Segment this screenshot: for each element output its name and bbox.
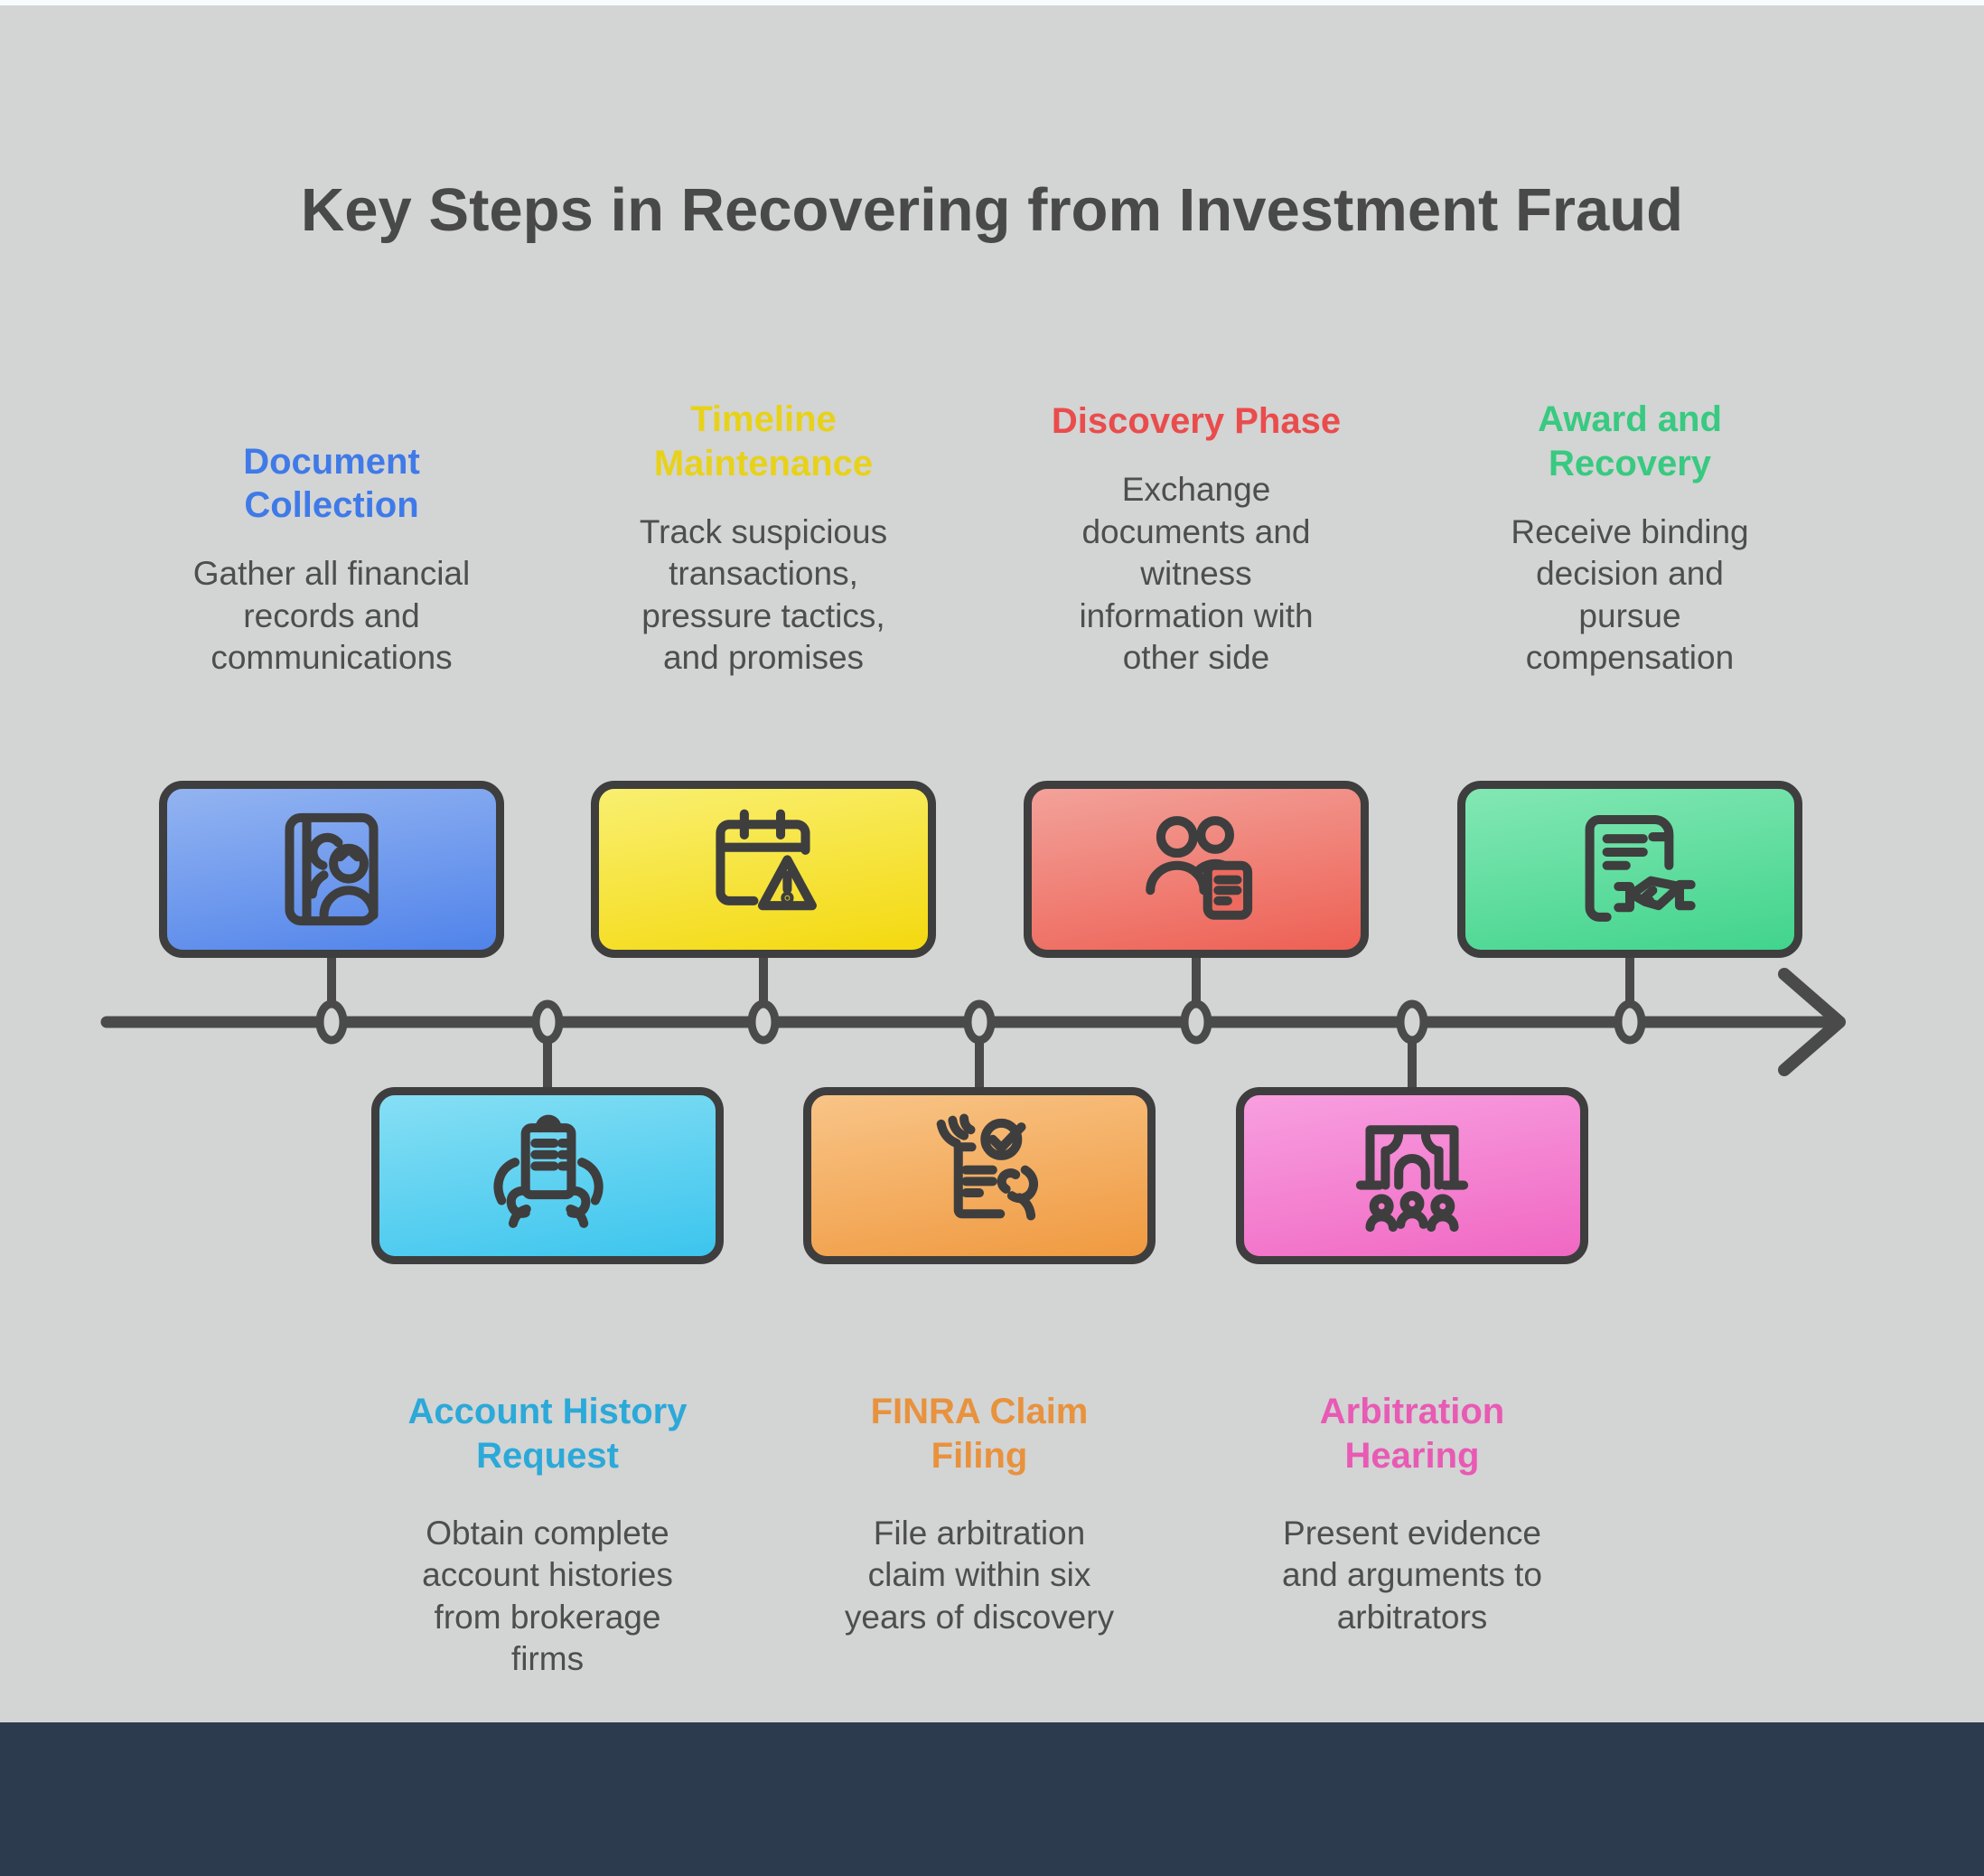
step-2-description: Obtain complete account histories from b… <box>422 1514 673 1678</box>
calendar-warning-icon <box>716 809 817 911</box>
page-title: Key Steps in Recovering from Investment … <box>300 176 1684 244</box>
people-album-icon <box>285 812 379 926</box>
step-5-text-column: Discovery Phase Exchange documents and w… <box>988 349 1404 680</box>
step-4-heading: FINRA Claim Filing <box>870 1392 1089 1476</box>
step-5-description: Exchange documents and witness informati… <box>1079 470 1314 677</box>
timeline-node-1 <box>315 999 348 1045</box>
timeline-node-7 <box>1614 999 1646 1045</box>
scroll-handshake-icon <box>1585 815 1696 922</box>
step-2-box <box>371 1087 724 1264</box>
step-4-description: File arbitration claim within six years … <box>844 1514 1115 1636</box>
step-3-box <box>591 781 936 958</box>
step-1-heading: Document Collection <box>243 441 420 526</box>
courtroom-icon <box>1355 1125 1469 1233</box>
top-strip <box>0 0 1984 5</box>
step-6-heading: Arbitration Hearing <box>1319 1392 1505 1476</box>
step-7-text-column: Award and Recovery Receive binding decis… <box>1422 349 1838 680</box>
timeline-node-2 <box>531 999 564 1045</box>
step-6-text-column: Arbitration Hearing Present evidence and… <box>1204 1390 1620 1638</box>
timeline-node-3 <box>747 999 780 1045</box>
step-1-text-column: Document Collection Gather all financial… <box>124 349 539 680</box>
step-1-box <box>159 781 504 958</box>
clipboard-hands-icon <box>493 1114 604 1228</box>
people-document-icon <box>1146 816 1253 920</box>
step-1-description: Gather all financial records and communi… <box>192 555 471 677</box>
step-6-box <box>1236 1087 1588 1264</box>
timeline-node-5 <box>1180 999 1212 1045</box>
step-7-box <box>1457 781 1802 958</box>
step-5-heading: Discovery Phase <box>1051 401 1342 442</box>
step-7-heading: Award and Recovery <box>1538 399 1722 483</box>
step-4-box <box>803 1087 1156 1264</box>
step-3-description: Track suspicious transactions, pressure … <box>639 512 888 677</box>
step-7-description: Receive binding decision and pursue comp… <box>1511 512 1749 677</box>
timeline-nodes <box>315 999 1646 1045</box>
step-5-box <box>1024 781 1369 958</box>
step-3-heading: Timeline Maintenance <box>653 399 874 483</box>
step-2-heading: Account History Request <box>407 1392 688 1476</box>
step-4-text-column: FINRA Claim Filing File arbitration clai… <box>772 1390 1187 1638</box>
timeline-node-4 <box>963 999 996 1045</box>
step-6-description: Present evidence and arguments to arbitr… <box>1282 1514 1542 1636</box>
footer-bar <box>0 1722 1984 1876</box>
timeline-arrowhead-icon <box>1778 968 1846 1076</box>
step-3-text-column: Timeline Maintenance Track suspicious tr… <box>556 349 971 680</box>
step-2-text-column: Account History Request Obtain complete … <box>340 1390 755 1681</box>
timeline-node-6 <box>1396 999 1428 1045</box>
document-check-hands-icon <box>936 1113 1038 1221</box>
